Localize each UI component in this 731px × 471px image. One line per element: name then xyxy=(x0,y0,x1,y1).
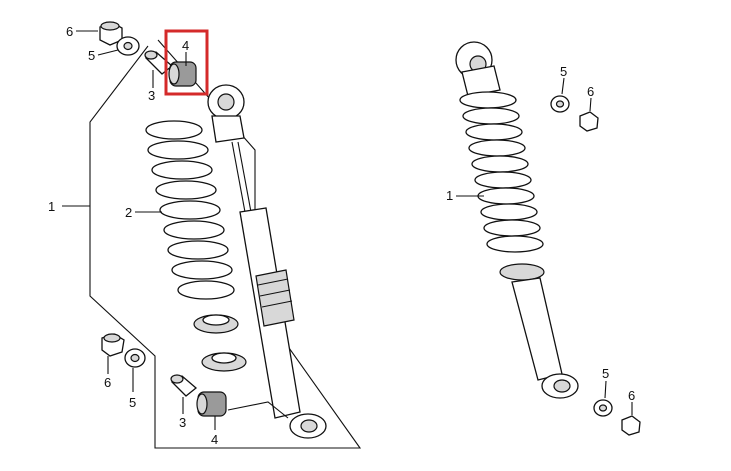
assembled-shock-absorber xyxy=(455,41,579,399)
assembled-top-nut xyxy=(579,111,599,132)
callout-bushing-bottom: 4 xyxy=(211,432,218,447)
callout-washer-bottom: 5 xyxy=(129,395,136,410)
callout-shock-assembly: 1 xyxy=(48,199,55,214)
bottom-washer xyxy=(124,348,146,368)
spring-adjuster-rings xyxy=(193,314,247,372)
assembled-bottom-washer xyxy=(593,399,613,417)
callout-nut-top: 6 xyxy=(66,24,73,39)
bottom-collar xyxy=(170,374,198,397)
assembly-bracket-outline xyxy=(89,39,362,449)
callout-nut-bottom: 6 xyxy=(104,375,111,390)
highlight-box xyxy=(164,29,209,96)
callout-spring: 2 xyxy=(125,205,132,220)
assembled-bottom-nut xyxy=(621,415,641,436)
shock-damper-unit xyxy=(207,84,327,439)
callout-assembled-nut-top: 6 xyxy=(587,84,594,99)
callout-bushing-top: 4 xyxy=(182,38,189,53)
assembled-view: 1 5 6 5 6 xyxy=(446,41,641,436)
callout-washer-top: 5 xyxy=(88,48,95,63)
bottom-bushing xyxy=(196,391,227,417)
callout-assembled-shock: 1 xyxy=(446,188,453,203)
callout-assembled-washer-bottom: 5 xyxy=(602,366,609,381)
top-washer xyxy=(116,36,140,56)
callout-assembled-washer-top: 5 xyxy=(560,64,567,79)
exploded-view: 6 5 3 4 1 2 6 5 3 4 xyxy=(48,21,362,449)
coil-spring xyxy=(145,120,235,300)
top-bushing xyxy=(168,61,197,87)
top-collar xyxy=(144,50,174,75)
assembled-top-washer xyxy=(550,95,570,113)
callout-collar-top: 3 xyxy=(148,88,155,103)
bottom-cap-nut xyxy=(101,333,125,357)
callout-assembled-nut-bottom: 6 xyxy=(628,388,635,403)
callout-collar-bottom: 3 xyxy=(179,415,186,430)
